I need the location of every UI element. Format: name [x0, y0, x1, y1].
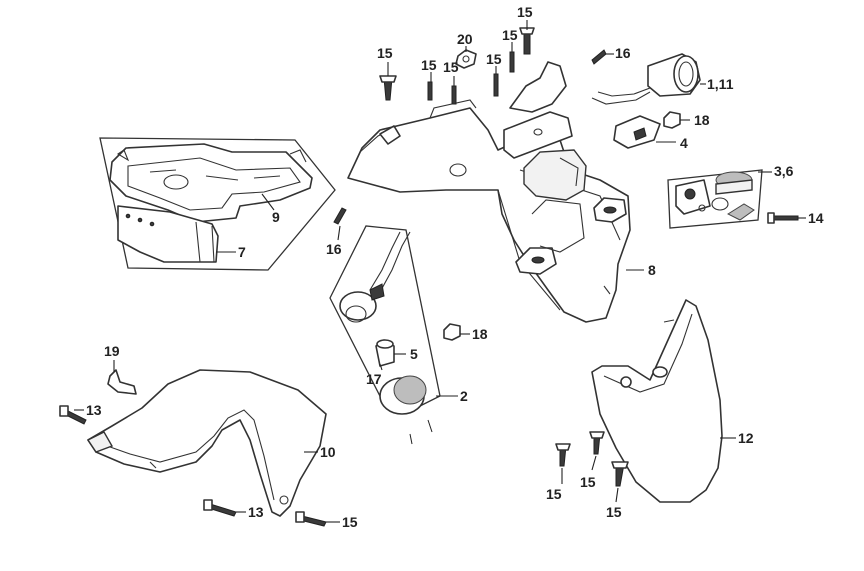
callout-15-j: 15	[342, 514, 358, 530]
callout-18-b: 18	[472, 326, 488, 342]
callout-5: 5	[410, 346, 418, 362]
rear-fender	[347, 61, 631, 323]
callout-2: 2	[460, 388, 468, 404]
callouts: 15 15 15 20 15 15 15 16 1,11 18 4 3,6 14…	[86, 4, 824, 530]
callout-15-e: 15	[502, 27, 518, 43]
mudguard-flap	[591, 299, 723, 503]
callout-17: 17	[366, 371, 382, 387]
callout-15-h: 15	[580, 474, 596, 490]
callout-10: 10	[320, 444, 336, 460]
callout-15-d: 15	[486, 51, 502, 67]
callout-12: 12	[738, 430, 754, 446]
callout-7: 7	[238, 244, 246, 260]
tray-assembly-box	[99, 137, 336, 271]
callout-15-g: 15	[546, 486, 562, 502]
tail-light	[591, 53, 701, 105]
callout-3-6: 3,6	[774, 163, 794, 179]
leader-lines	[74, 20, 806, 523]
callout-8: 8	[648, 262, 656, 278]
callout-19: 19	[104, 343, 120, 359]
tray-bracket	[117, 205, 219, 263]
reflector-set-box	[667, 169, 763, 229]
callout-13-b: 13	[248, 504, 264, 520]
callout-15-c: 15	[443, 59, 459, 75]
callout-15-a: 15	[377, 45, 393, 61]
callout-13-a: 13	[86, 402, 102, 418]
callout-15-i: 15	[606, 504, 622, 520]
callout-16-a: 16	[615, 45, 631, 61]
front-fender	[86, 369, 327, 517]
callout-4: 4	[680, 135, 688, 151]
callout-20: 20	[457, 31, 473, 47]
callout-16-b: 16	[326, 241, 342, 257]
callout-15-f: 15	[517, 4, 533, 20]
turn-signal-box	[329, 225, 441, 445]
callout-1-11: 1,11	[707, 76, 734, 92]
callout-18-a: 18	[694, 112, 710, 128]
callout-14: 14	[808, 210, 824, 226]
callout-15-b: 15	[421, 57, 437, 73]
callout-9: 9	[272, 209, 280, 225]
underseat-tray	[109, 143, 313, 223]
hardware	[59, 27, 799, 527]
license-plate-light	[613, 115, 661, 149]
